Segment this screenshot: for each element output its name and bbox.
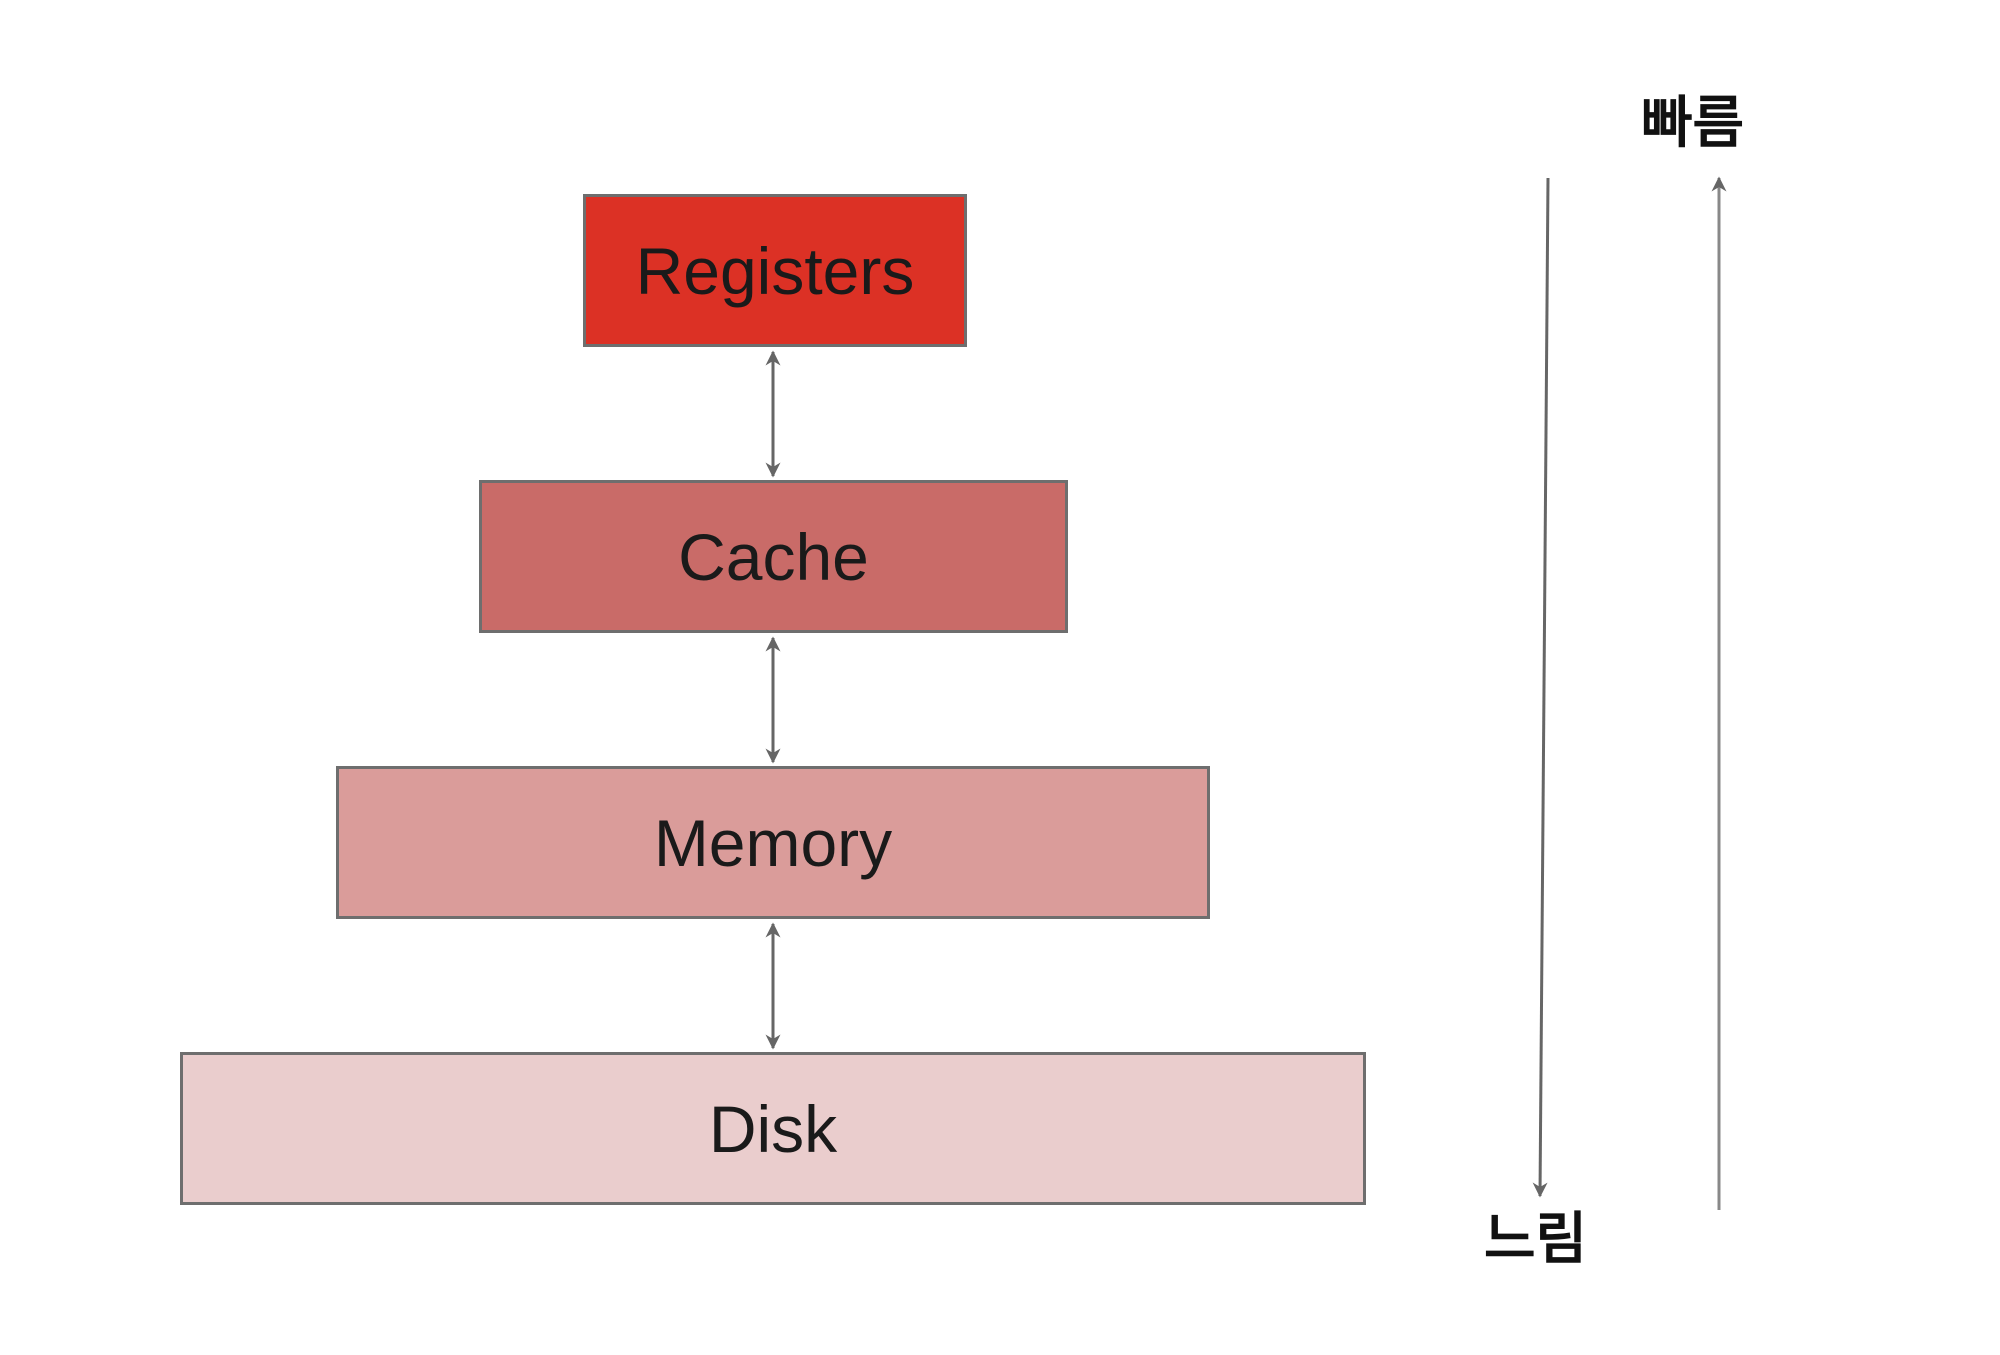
cache-label: Cache [678, 519, 869, 594]
cache-box: Cache [479, 480, 1068, 633]
disk-label: Disk [708, 1091, 838, 1166]
registers-label: Registers [635, 233, 915, 308]
registers-box: Registers [583, 194, 967, 347]
memory-box: Memory [336, 766, 1210, 919]
disk-box: Disk [180, 1052, 1366, 1205]
memory-label: Memory [653, 805, 893, 880]
fast-label: 빠름 [1641, 91, 1745, 156]
slow-label: 느림 [1484, 1207, 1588, 1272]
slower-direction-arrow [1532, 177, 1550, 1198]
